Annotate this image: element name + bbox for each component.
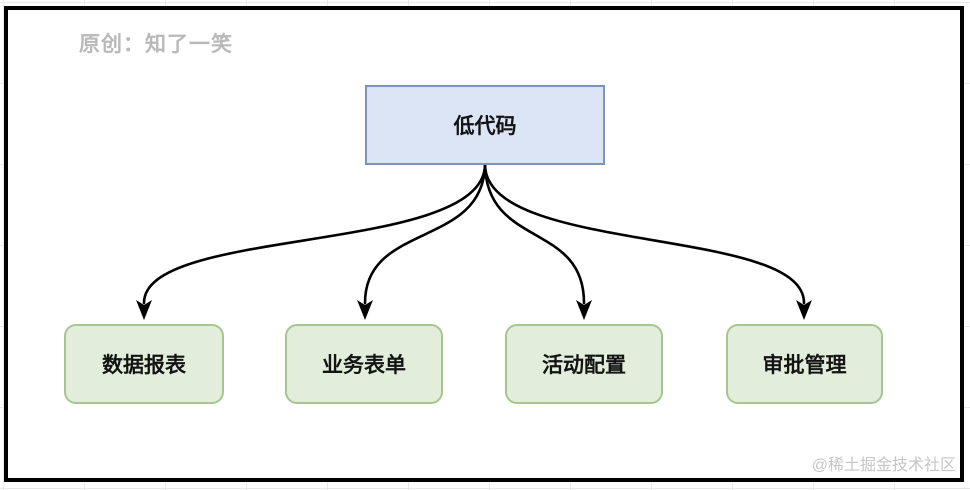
- node-low-code: 低代码: [365, 85, 605, 165]
- node-activity-config: 活动配置: [505, 324, 663, 404]
- diagram-frame: [4, 6, 964, 482]
- node-activity-config-label: 活动配置: [542, 354, 626, 377]
- node-low-code-label: 低代码: [453, 115, 517, 138]
- node-business-form-label: 业务表单: [322, 354, 406, 377]
- node-data-report-label: 数据报表: [102, 354, 186, 377]
- node-data-report: 数据报表: [64, 324, 224, 404]
- node-approval-management-label: 审批管理: [762, 354, 847, 377]
- attribution-text: 原创：知了一笑: [79, 33, 233, 56]
- node-approval-management: 审批管理: [726, 324, 883, 404]
- node-business-form: 业务表单: [285, 324, 443, 404]
- watermark-text: @稀土掘金技术社区: [811, 457, 956, 474]
